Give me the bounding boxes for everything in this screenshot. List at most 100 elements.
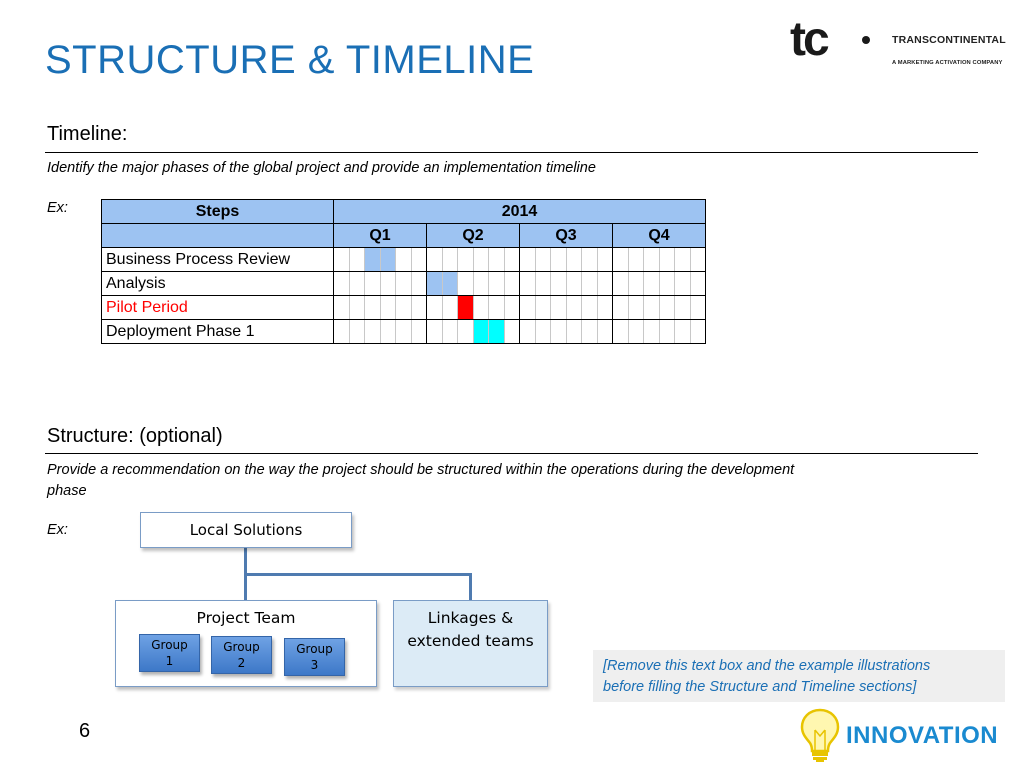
- gantt-period-cell: [643, 295, 660, 320]
- structure-description: Provide a recommendation on the way the …: [47, 460, 794, 502]
- gantt-period-cell: [457, 295, 474, 320]
- gantt-period-cell: [395, 319, 412, 344]
- gantt-period-cell: [658, 319, 675, 344]
- gantt-period-cell: [426, 271, 443, 296]
- gantt-period-cell: [565, 295, 582, 320]
- gantt-header-row: Steps 2014: [101, 199, 706, 224]
- logo-mark: tc: [790, 13, 830, 66]
- gantt-period-cell: [674, 319, 691, 344]
- group-label: Group: [296, 642, 333, 656]
- gantt-period-cell: [534, 247, 551, 272]
- gantt-period-cell: [333, 319, 350, 344]
- org-group-1: Group 1: [139, 634, 200, 672]
- linkages-line: Linkages &: [427, 609, 514, 627]
- gantt-period-cell: [565, 271, 582, 296]
- page-title: STRUCTURE & TIMELINE: [45, 38, 535, 82]
- gantt-period-cell: [612, 295, 629, 320]
- gantt-period-cell: [550, 295, 567, 320]
- gantt-task-row: Pilot Period: [101, 295, 706, 320]
- gantt-period-cell: [550, 319, 567, 344]
- gantt-task-row: Analysis: [101, 271, 706, 296]
- gantt-period-cell: [395, 271, 412, 296]
- connector-to-linkages: [469, 573, 472, 600]
- transcontinental-logo: tc TRANSCONTINENTAL A MARKETING ACTIVATI…: [790, 14, 1010, 74]
- gantt-period-cell: [565, 319, 582, 344]
- gantt-period-cell: [348, 271, 365, 296]
- gantt-period-cell: [581, 295, 598, 320]
- gantt-period-cell: [364, 319, 381, 344]
- gantt-period-cell: [395, 295, 412, 320]
- gantt-period-cell: [457, 319, 474, 344]
- quarter-header: Q3: [519, 223, 613, 248]
- lightbulb-icon: [800, 708, 840, 762]
- gantt-quarter-row: Q1 Q2 Q3 Q4: [101, 223, 706, 248]
- gantt-period-cell: [441, 271, 458, 296]
- gantt-period-cell: [627, 295, 644, 320]
- org-linkages: Linkages &extended teams: [393, 600, 548, 687]
- year-header: 2014: [333, 199, 706, 224]
- gantt-period-cell: [441, 319, 458, 344]
- gantt-period-cell: [612, 319, 629, 344]
- quarter-header: Q1: [333, 223, 427, 248]
- gantt-period-cell: [689, 247, 706, 272]
- gantt-period-cell: [674, 271, 691, 296]
- gantt-period-cell: [627, 247, 644, 272]
- gantt-period-cell: [689, 271, 706, 296]
- innovation-word: INNOVATION: [846, 722, 999, 749]
- quarter-header: Q2: [426, 223, 520, 248]
- gantt-period-cell: [379, 247, 396, 272]
- timeline-ex-label: Ex:: [47, 200, 68, 216]
- gantt-period-cell: [426, 247, 443, 272]
- structure-rule: [45, 453, 978, 454]
- org-group-3: Group 3: [284, 638, 345, 676]
- gantt-period-cell: [503, 319, 520, 344]
- gantt-period-cell: [534, 319, 551, 344]
- instruction-note[interactable]: [Remove this text box and the example il…: [593, 650, 1005, 702]
- gantt-period-cell: [472, 319, 489, 344]
- gantt-period-cell: [596, 319, 613, 344]
- gantt-period-cell: [441, 295, 458, 320]
- timeline-heading: Timeline:: [47, 123, 128, 145]
- group-number: 3: [310, 658, 319, 672]
- group-label: Group: [151, 638, 188, 652]
- gantt-period-cell: [674, 247, 691, 272]
- gantt-period-cell: [410, 271, 427, 296]
- gantt-period-cell: [534, 295, 551, 320]
- gantt-period-cell: [488, 247, 505, 272]
- gantt-period-cell: [395, 247, 412, 272]
- gantt-period-cell: [488, 319, 505, 344]
- structure-description-line: Provide a recommendation on the way the …: [47, 462, 795, 478]
- page-number: 6: [79, 720, 91, 742]
- gantt-period-cell: [627, 271, 644, 296]
- gantt-period-cell: [364, 271, 381, 296]
- gantt-period-cell: [519, 295, 536, 320]
- structure-heading: Structure: (optional): [47, 425, 223, 447]
- logo-dot: [862, 36, 870, 44]
- logo-tagline: A MARKETING ACTIVATION COMPANY: [892, 60, 1003, 66]
- group-number: 1: [165, 654, 174, 668]
- gantt-period-cell: [503, 295, 520, 320]
- gantt-period-cell: [488, 295, 505, 320]
- gantt-period-cell: [550, 247, 567, 272]
- gantt-period-cell: [457, 271, 474, 296]
- gantt-period-cell: [612, 271, 629, 296]
- gantt-period-cell: [348, 295, 365, 320]
- gantt-period-cell: [410, 295, 427, 320]
- gantt-period-cell: [333, 295, 350, 320]
- gantt-task-row: Deployment Phase 1: [101, 319, 706, 344]
- gantt-period-cell: [689, 295, 706, 320]
- gantt-period-cell: [550, 271, 567, 296]
- group-label: Group: [223, 640, 260, 654]
- task-label: Business Process Review: [101, 247, 334, 272]
- gantt-period-cell: [534, 271, 551, 296]
- note-line: before filling the Structure and Timelin…: [603, 679, 917, 695]
- task-label: Deployment Phase 1: [101, 319, 334, 344]
- gantt-period-cell: [426, 295, 443, 320]
- gantt-period-cell: [488, 271, 505, 296]
- org-local-solutions: Local Solutions: [140, 512, 352, 548]
- gantt-period-cell: [348, 247, 365, 272]
- gantt-period-cell: [612, 247, 629, 272]
- structure-ex-label: Ex:: [47, 522, 68, 538]
- gantt-period-cell: [472, 271, 489, 296]
